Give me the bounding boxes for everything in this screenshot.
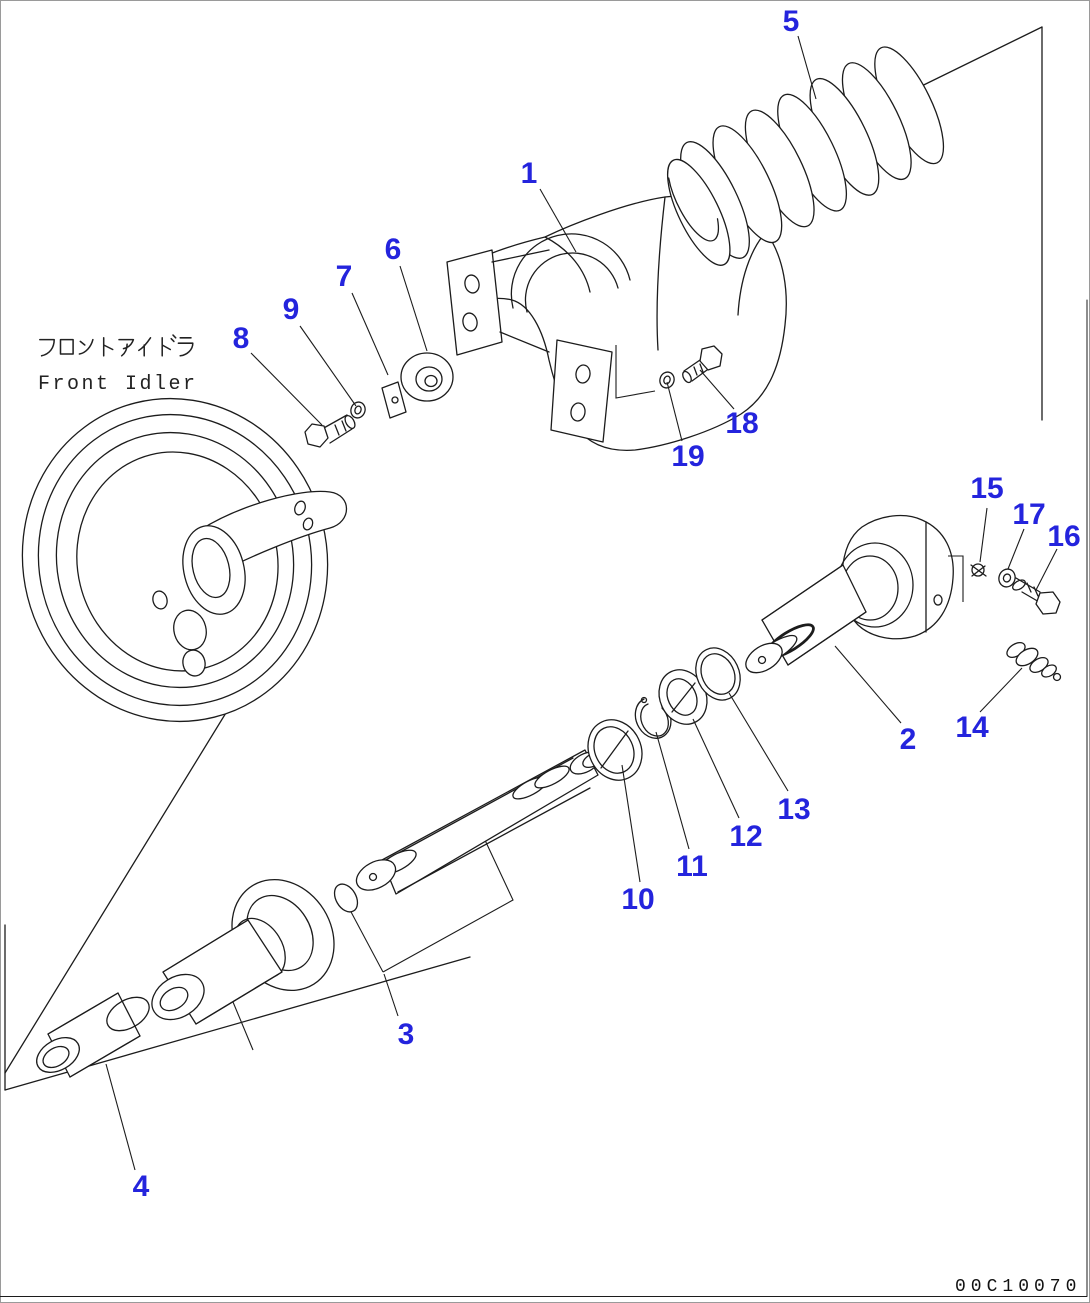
bolt-part16 [1012,577,1061,615]
part-number-16: 16 [1047,520,1080,553]
title-english: Front Idler [38,373,198,396]
leader-line-part-15 [979,507,988,563]
leader-line-part-3 [383,973,399,1017]
drawing-code: 00C10070 [955,1277,1081,1297]
leader-line-part-12 [692,718,740,819]
leader-line-part-4 [105,1063,136,1171]
witness-line-15 [948,555,964,602]
recoil-spring [666,46,945,266]
flanged-cylinder-part3 [151,878,335,1025]
svg-text:フロントアイドラ: フロントアイドラ [38,339,197,361]
leader-line-part-13 [728,692,789,792]
washer-part17 [998,568,1016,588]
idler-hub-bore [182,525,246,615]
part-number-11: 11 [676,850,708,883]
leader-line-part-7 [351,292,389,376]
yoke-side-plate [446,249,503,356]
part-number-17: 17 [1012,498,1045,531]
leader-line-part-6 [399,265,428,352]
part-number-14: 14 [955,711,989,744]
leader-line-part-17 [1007,528,1025,570]
witness-line-18-19 [615,345,656,399]
leader-line-part-10 [621,764,641,883]
shaft-block-part2 [745,514,954,674]
shim-plate-part7 [381,381,407,419]
part-number-15: 15 [970,472,1003,505]
washer-part19 [659,371,675,389]
grommet-part6 [400,352,454,402]
leader-line-part-18 [699,369,735,410]
seal-ring-part10 [587,719,643,781]
part-number-3: 3 [398,1018,415,1051]
idler-shaft-long [355,749,604,895]
front-idler-wheel [21,397,347,723]
o-ring-part13 [695,647,741,701]
part-number-4: 4 [133,1170,150,1203]
part-number-10: 10 [621,883,654,916]
part-number-1: 1 [521,157,538,190]
washer-part9 [350,401,366,419]
part-number-5: 5 [783,5,800,38]
leader-line-part-5 [797,35,817,100]
part-number-13: 13 [777,793,810,826]
part3-group-bracket [232,837,514,1051]
leader-line-part-9 [299,325,357,407]
part-number-19: 19 [671,440,704,473]
part-number-9: 9 [283,293,300,326]
idler-yoke [446,195,787,451]
leader-line-part-11 [655,731,690,850]
leader-line-part-2 [834,645,902,724]
bushing-part4 [36,992,150,1078]
leader-line-part-1 [539,188,577,253]
leader-line-part-14 [979,667,1023,713]
clip-part15 [970,563,987,577]
part-number-18: 18 [725,407,758,440]
part-number-8: 8 [233,322,250,355]
leader-line-part-19 [666,381,683,442]
part-number-7: 7 [336,260,353,293]
leader-line-part-16 [1035,548,1058,591]
title-japanese: フロントアイドラ [38,334,197,361]
o-ring-small-part3 [333,883,359,913]
part-number-2: 2 [900,723,917,756]
bolt-part18 [682,345,723,384]
bolt-part8 [304,414,356,448]
grease-fitting-part14 [1006,642,1062,682]
leader-lines [105,35,1058,1171]
part-number-6: 6 [385,233,402,266]
leader-line-part-8 [250,352,323,426]
yoke-bottom-plate [550,339,613,443]
part-number-12: 12 [729,820,762,853]
